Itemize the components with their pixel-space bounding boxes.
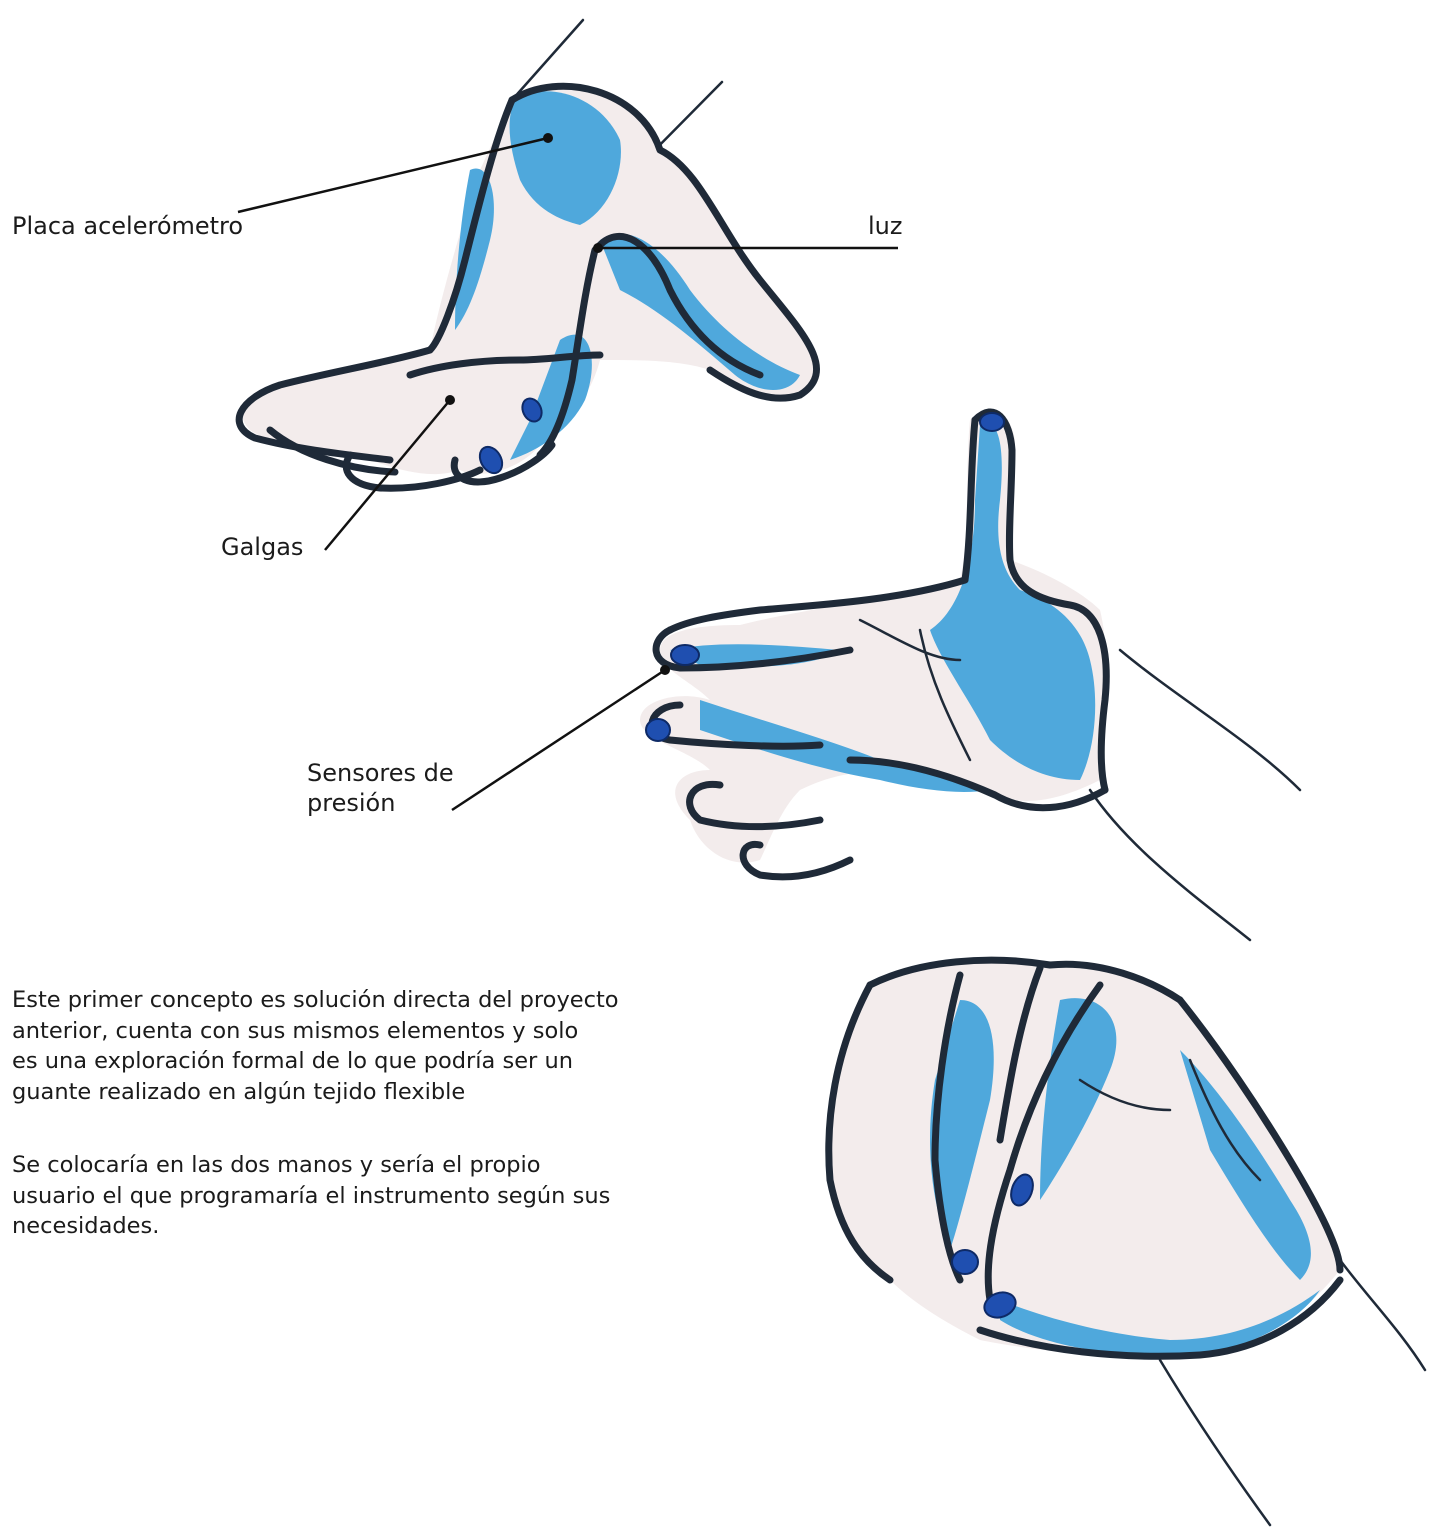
label-pressure-sensors: Sensores de presión bbox=[307, 758, 454, 818]
label-accelerometer: Placa acelerómetro bbox=[12, 211, 243, 241]
label-strain-gauges: Galgas bbox=[221, 532, 303, 562]
leader-dot-light bbox=[593, 243, 603, 253]
label-light: luz bbox=[868, 211, 902, 241]
leader-dot-pressure-sensors bbox=[660, 665, 670, 675]
leader-pressure-sensors bbox=[452, 670, 665, 810]
leader-dot-accelerometer bbox=[543, 133, 553, 143]
hand-sketch-bottom bbox=[829, 960, 1425, 1525]
description-paragraph-1: Este primer concepto es solución directa… bbox=[12, 985, 712, 1107]
hand-sketch-middle bbox=[640, 410, 1300, 940]
hand-sketch-top bbox=[239, 20, 816, 488]
leader-dot-strain-gauges bbox=[445, 395, 455, 405]
description-paragraph-2: Se colocaría en las dos manos y sería el… bbox=[12, 1150, 712, 1242]
